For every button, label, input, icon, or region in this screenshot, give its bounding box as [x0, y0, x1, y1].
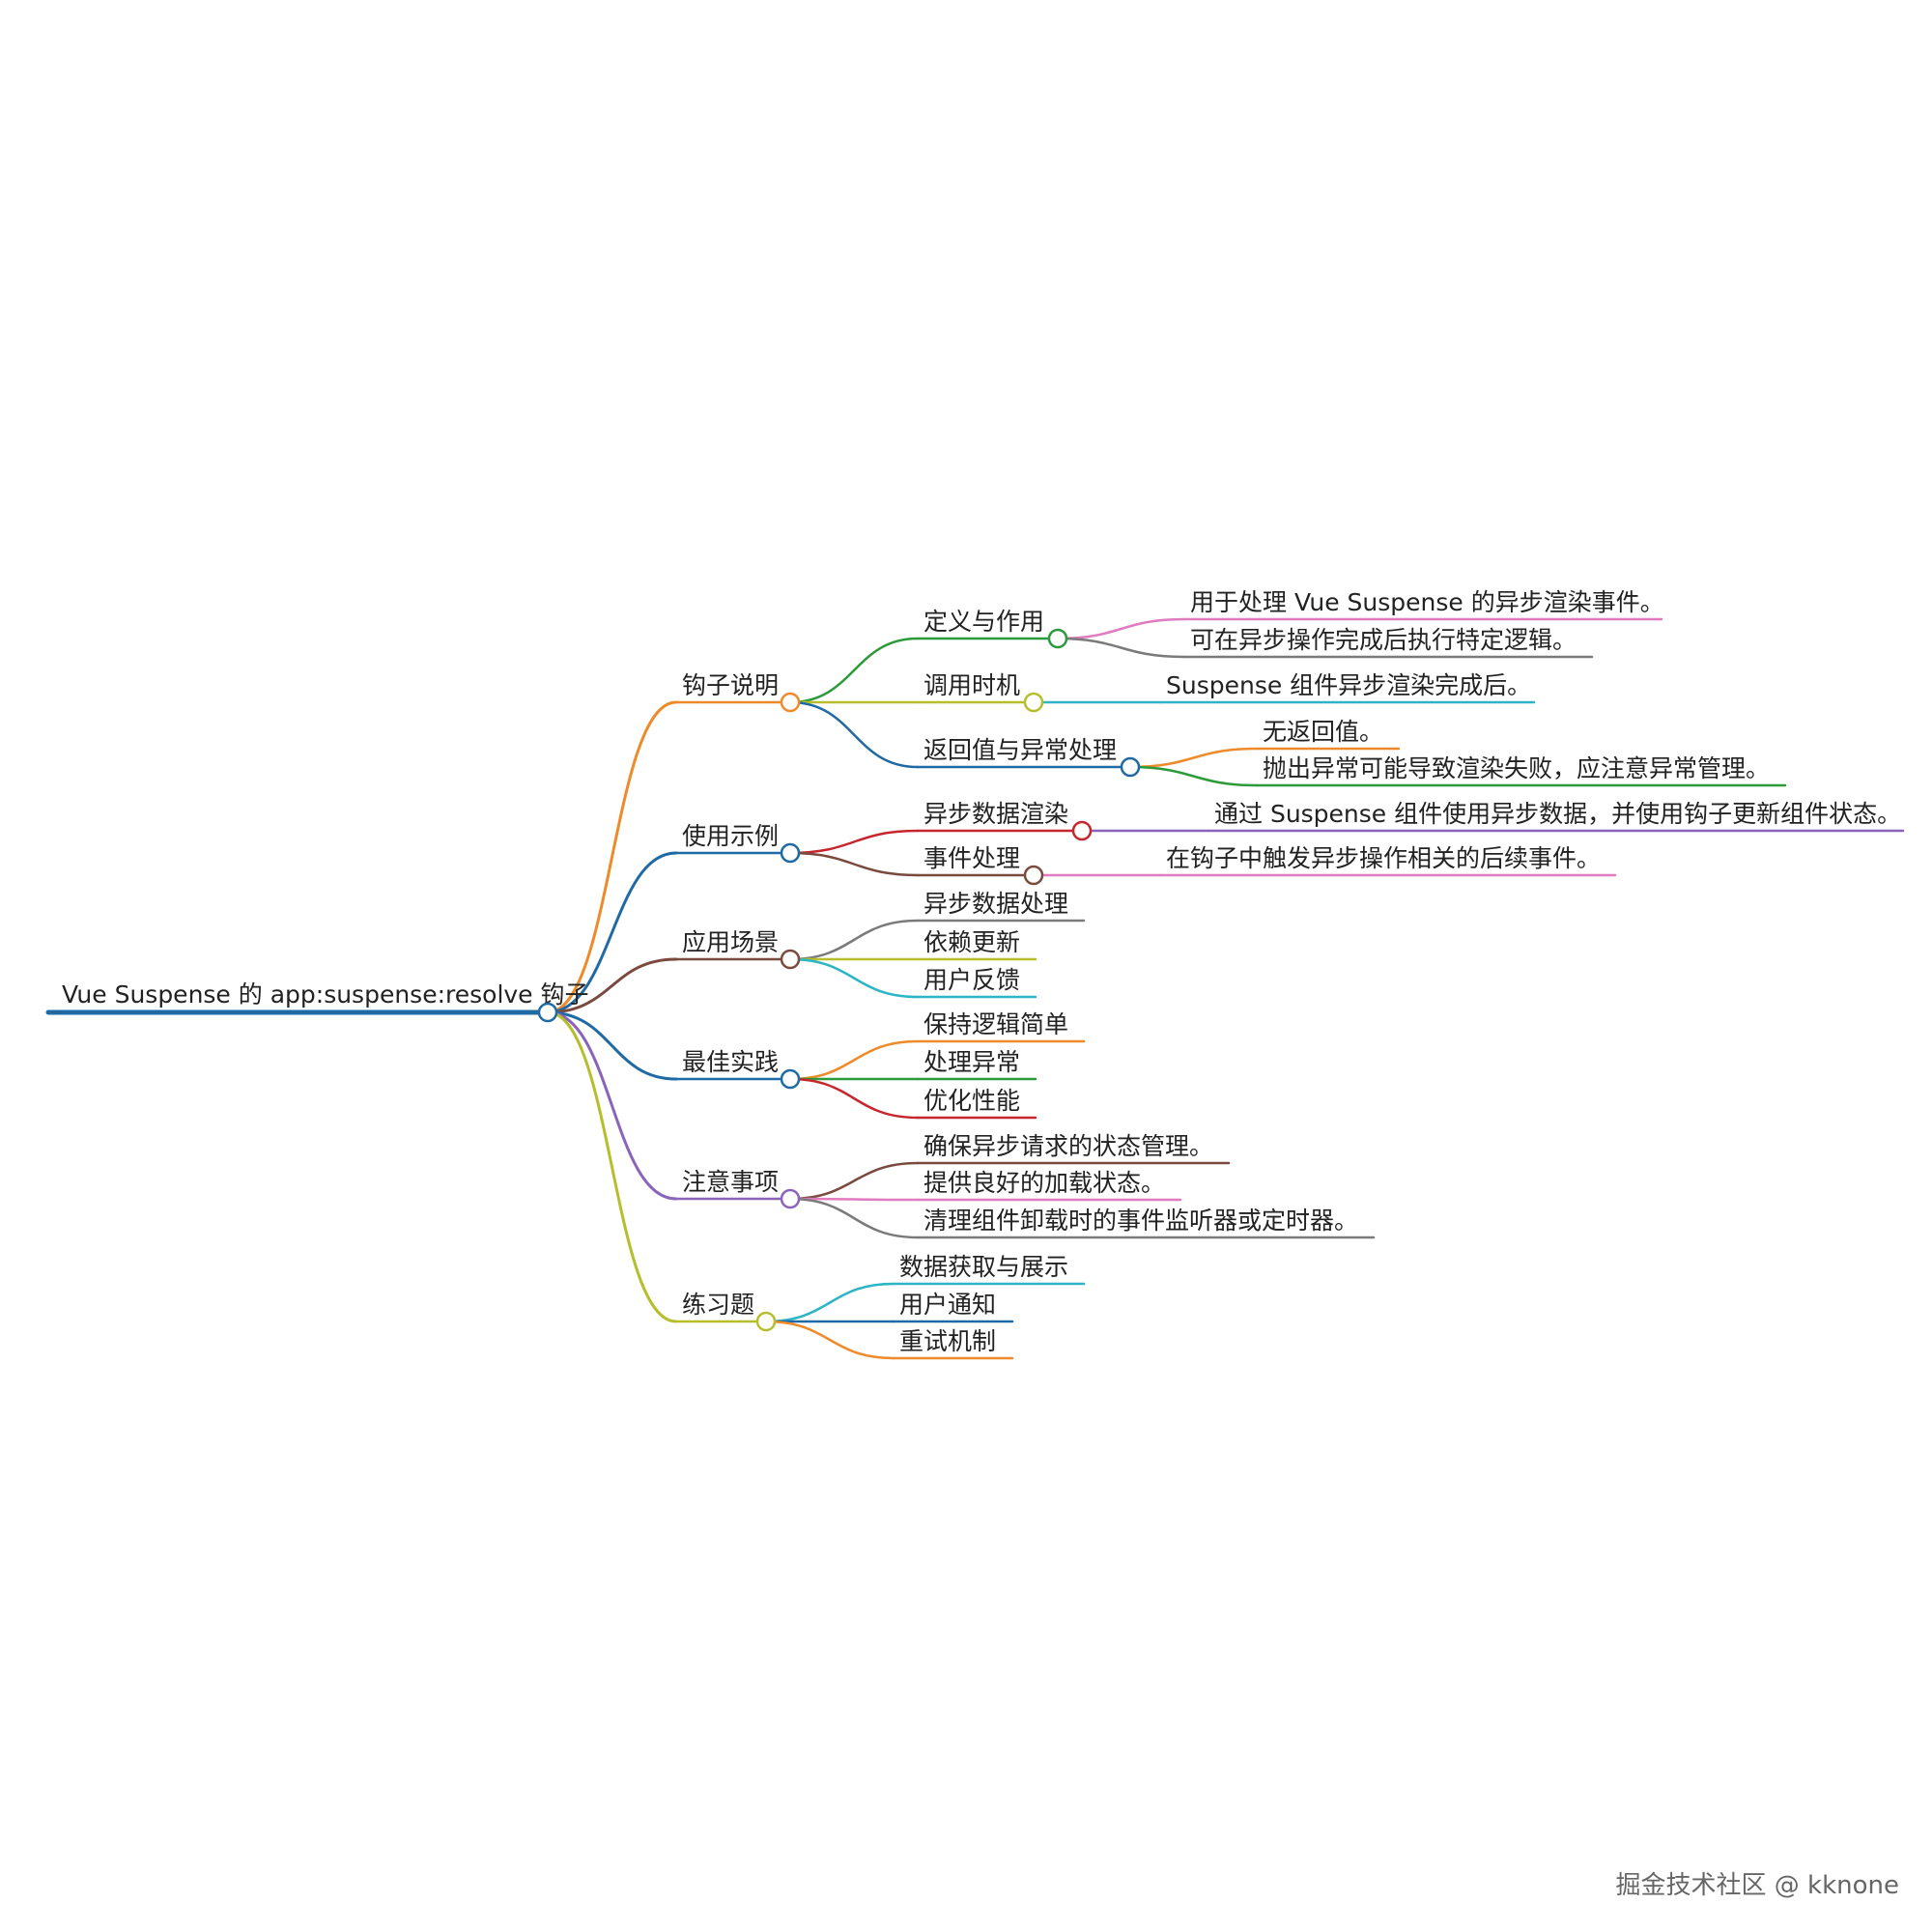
collapse-toggle[interactable]	[537, 1002, 558, 1023]
detail-topic: 无返回值。	[1263, 718, 1383, 746]
collapse-toggle[interactable]	[780, 949, 801, 970]
link-subtopic-to-detail	[1128, 747, 1259, 769]
subtopic: 返回值与异常处理	[923, 736, 1117, 764]
link-branch-to-subtopic	[788, 1039, 920, 1081]
link-branch-to-subtopic	[788, 637, 920, 704]
link-root-to-branch	[546, 1010, 678, 1323]
subtopic: 处理异常	[923, 1048, 1020, 1076]
link-layer	[546, 617, 1259, 1360]
collapse-toggle[interactable]	[1023, 865, 1044, 886]
detail-topic: 抛出异常可能导致渲染失败，应注意异常管理。	[1263, 754, 1770, 782]
root-topic: Vue Suspense 的 app:suspense:resolve 钩子	[62, 980, 589, 1009]
link-branch-to-subtopic	[788, 1197, 920, 1239]
subtopic: 事件处理	[923, 844, 1020, 872]
subtopic: 异步数据渲染	[923, 800, 1068, 828]
detail-topic: Suspense 组件异步渲染完成后。	[1166, 671, 1531, 699]
node-dot-layer	[537, 628, 1141, 1332]
collapse-toggle[interactable]	[780, 1188, 801, 1209]
collapse-toggle[interactable]	[1047, 628, 1068, 649]
link-branch-to-subtopic	[788, 1197, 920, 1202]
branch-topic: 使用示例	[682, 822, 779, 850]
subtopic: 确保异步请求的状态管理。	[923, 1132, 1213, 1160]
collapse-toggle[interactable]	[755, 1311, 777, 1332]
subtopic: 用户通知	[899, 1291, 996, 1319]
subtopic: 依赖更新	[923, 928, 1020, 956]
link-branch-to-subtopic	[788, 1161, 920, 1201]
link-subtopic-to-detail	[1056, 637, 1186, 659]
link-branch-to-subtopic	[788, 957, 920, 999]
link-root-to-branch	[546, 700, 678, 1014]
branch-topic: 应用场景	[682, 928, 779, 956]
subtopic: 提供良好的加载状态。	[923, 1169, 1165, 1197]
link-branch-to-subtopic	[788, 700, 920, 769]
link-root-to-branch	[546, 1010, 678, 1081]
collapse-toggle[interactable]	[780, 1068, 801, 1090]
underline-layer	[45, 617, 1905, 1360]
link-root-to-branch	[546, 957, 678, 1014]
watermark: 掘金技术社区 @ kknone	[1615, 1871, 1899, 1900]
link-branch-to-subtopic	[788, 1077, 920, 1120]
detail-topic: 用于处理 Vue Suspense 的异步渲染事件。	[1190, 588, 1664, 616]
link-branch-to-subtopic	[788, 851, 920, 877]
subtopic: 异步数据处理	[923, 890, 1068, 918]
subtopic: 定义与作用	[923, 608, 1044, 636]
link-root-to-branch	[546, 851, 678, 1014]
collapse-toggle[interactable]	[1120, 756, 1141, 778]
detail-topic: 可在异步操作完成后执行特定逻辑。	[1190, 626, 1577, 654]
link-branch-to-subtopic	[788, 919, 920, 961]
collapse-toggle[interactable]	[1023, 692, 1044, 713]
collapse-toggle[interactable]	[1071, 820, 1093, 841]
branch-topic: 练习题	[682, 1291, 754, 1319]
branch-topic: 注意事项	[682, 1168, 779, 1196]
detail-topic: 在钩子中触发异步操作相关的后续事件。	[1166, 844, 1601, 872]
link-root-to-branch	[546, 1010, 678, 1201]
subtopic: 数据获取与展示	[899, 1253, 1068, 1281]
collapse-toggle[interactable]	[780, 692, 801, 713]
branch-topic: 最佳实践	[682, 1048, 779, 1076]
link-branch-to-subtopic	[764, 1320, 895, 1360]
link-branch-to-subtopic	[788, 829, 920, 855]
detail-topic: 通过 Suspense 组件使用异步数据，并使用钩子更新组件状态。	[1214, 800, 1901, 828]
subtopic: 保持逻辑简单	[923, 1010, 1068, 1038]
subtopic: 重试机制	[899, 1327, 996, 1355]
link-subtopic-to-detail	[1128, 765, 1259, 787]
link-subtopic-to-detail	[1056, 617, 1186, 640]
subtopic: 清理组件卸载时的事件监听器或定时器。	[923, 1207, 1358, 1235]
subtopic: 调用时机	[923, 671, 1020, 699]
label-layer: Vue Suspense 的 app:suspense:resolve 钩子 钩子…	[62, 588, 1901, 1355]
link-branch-to-subtopic	[764, 1282, 895, 1323]
subtopic: 用户反馈	[923, 966, 1020, 994]
branch-topic: 钩子说明	[682, 671, 779, 699]
collapse-toggle[interactable]	[780, 842, 801, 864]
subtopic: 优化性能	[923, 1087, 1020, 1115]
